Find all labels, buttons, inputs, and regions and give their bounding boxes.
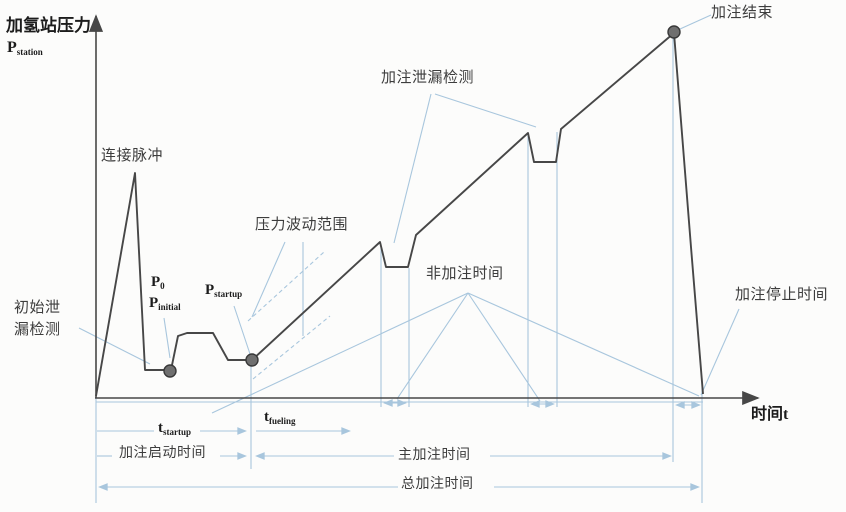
fanline-non-fueling-4 xyxy=(467,292,700,397)
fluctuation-dashed-upper xyxy=(247,251,325,322)
initial-leak-line1: 初始泄 xyxy=(14,300,61,316)
dot-startup-pressure xyxy=(245,353,259,367)
label-fueling-leak-detection: 加注泄漏检测 xyxy=(381,70,475,86)
label-initial-leak-detection: 初始泄 漏检测 xyxy=(14,297,61,341)
label-total-fueling-time: 总加注时间 xyxy=(401,477,474,492)
label-pressure-fluctuation-range: 压力波动范围 xyxy=(255,217,349,233)
p-startup-sub: startup xyxy=(214,289,243,299)
label-connection-pulse: 连接脉冲 xyxy=(101,148,164,164)
callout-fueling-leak-a xyxy=(393,93,432,244)
label-p-startup: Pstartup xyxy=(205,281,242,300)
p0-sub: 0 xyxy=(160,281,165,291)
label-fueling-end: 加注结束 xyxy=(711,5,774,21)
callout-fueling-end xyxy=(679,14,712,30)
p0-base: P xyxy=(151,274,161,290)
label-t-startup: tstartup xyxy=(158,419,191,438)
callout-p-startup xyxy=(233,305,251,355)
y-axis-title: 加氢站压力 xyxy=(6,16,91,35)
p-initial-base: P xyxy=(149,295,159,311)
y-symbol-sub: station xyxy=(16,47,43,57)
p-startup-base: P xyxy=(205,282,215,298)
callout-p-initial xyxy=(163,317,171,359)
p-initial-sub: initial xyxy=(158,302,181,312)
t-fueling-base: t xyxy=(264,409,269,425)
label-p0: P0 xyxy=(151,273,165,292)
fanline-non-fueling-1 xyxy=(211,292,469,414)
callout-fueling-leak-b xyxy=(434,93,537,128)
label-main-fueling-time: 主加注时间 xyxy=(398,448,471,463)
x-axis-label: 时间t xyxy=(751,406,789,423)
dot-fueling-end xyxy=(667,25,681,39)
callout-fluctuation-a xyxy=(251,241,286,318)
y-symbol-base: P xyxy=(7,39,17,56)
label-non-fueling-time: 非加注时间 xyxy=(426,266,504,282)
t-startup-sub: startup xyxy=(163,427,192,437)
fanline-non-fueling-2 xyxy=(396,292,469,400)
initial-leak-line2: 漏检测 xyxy=(14,322,61,338)
pressure-curve xyxy=(95,32,704,397)
y-axis-symbol: Pstation xyxy=(7,38,43,58)
label-fueling-startup-time: 加注启动时间 xyxy=(119,446,206,461)
callout-initial-leak xyxy=(78,327,151,365)
label-p-initial: Pinitial xyxy=(149,294,181,313)
fanline-non-fueling-3 xyxy=(467,292,541,402)
t-startup-base: t xyxy=(158,420,163,436)
dot-initial-pressure xyxy=(163,364,177,378)
t-fueling-sub: fueling xyxy=(269,416,296,426)
callout-stop-time xyxy=(700,308,740,396)
fluctuation-dashed-lower xyxy=(252,315,331,380)
label-t-fueling: tfueling xyxy=(264,408,296,427)
label-fueling-stop-time: 加注停止时间 xyxy=(735,287,829,303)
